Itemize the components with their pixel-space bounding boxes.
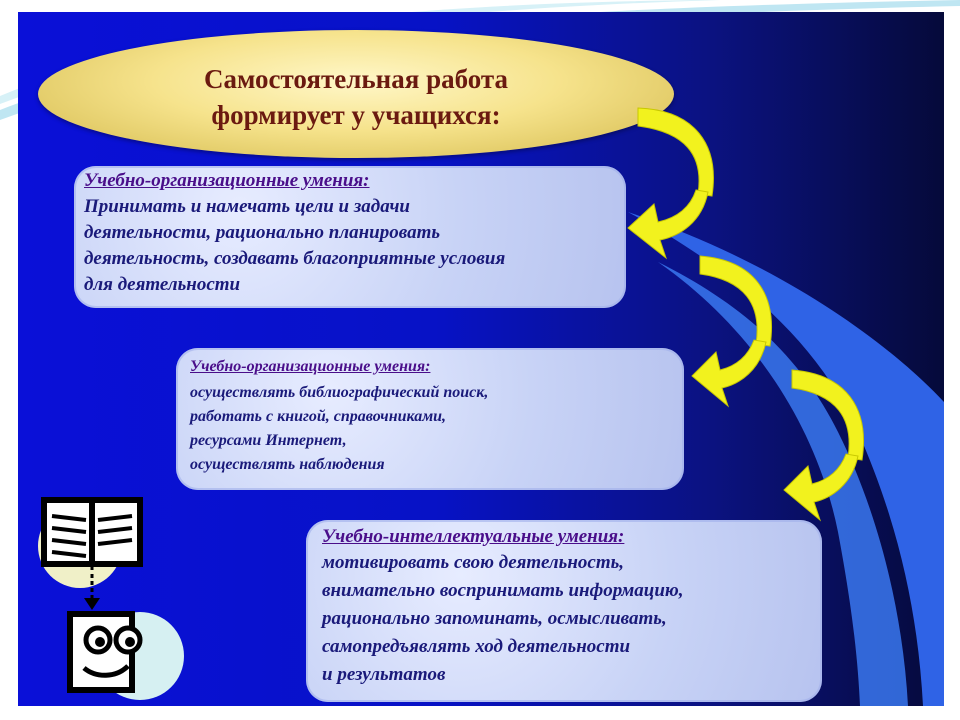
box-line: рационально запоминать, осмысливать, (322, 608, 667, 629)
curved-arrow-icon (783, 369, 864, 522)
box-line: работать с книгой, справочниками, (190, 408, 447, 425)
title-ellipse: Самостоятельная работа формирует у учащи… (38, 30, 674, 158)
title-line-1: Самостоятельная работа (203, 64, 508, 94)
box-heading: Учебно-организационные умения: (190, 358, 431, 375)
box-line: деятельность, создавать благоприятные ус… (84, 248, 506, 269)
curved-arrow-icon (691, 255, 772, 408)
box-line: ресурсами Интернет, (190, 432, 347, 449)
box-line: деятельности, рационально планировать (84, 222, 441, 243)
box-line: и результатов (322, 664, 446, 685)
reader-face-icon (67, 611, 143, 693)
box-line: мотивировать свою деятельность, (322, 552, 625, 573)
box-line: осуществлять наблюдения (190, 456, 385, 473)
skills-box-organizational: Учебно-организационные умения: Принимать… (74, 166, 626, 308)
skills-box-intellectual: Учебно-интеллектуальные умения: мотивиро… (306, 520, 822, 702)
book-icon (41, 497, 143, 570)
box-heading: Учебно-организационные умения: (84, 170, 370, 191)
box-heading: Учебно-интеллектуальные умения: (322, 526, 625, 547)
curved-arrow-icon (627, 107, 714, 260)
box-line: осуществлять библиографический поиск, (190, 384, 489, 401)
box-line: Принимать и намечать цели и задачи (84, 196, 410, 217)
reader-clipart (38, 497, 184, 700)
skills-box-informational: Учебно-организационные умения: осуществл… (176, 348, 684, 490)
box-line: внимательно воспринимать информацию, (322, 580, 684, 601)
panel-wave (628, 212, 944, 706)
title-line-2: формирует у учащихся: (211, 100, 501, 130)
box-line: для деятельности (84, 274, 241, 295)
box-line: самопредъявлять ход деятельности (322, 636, 631, 657)
